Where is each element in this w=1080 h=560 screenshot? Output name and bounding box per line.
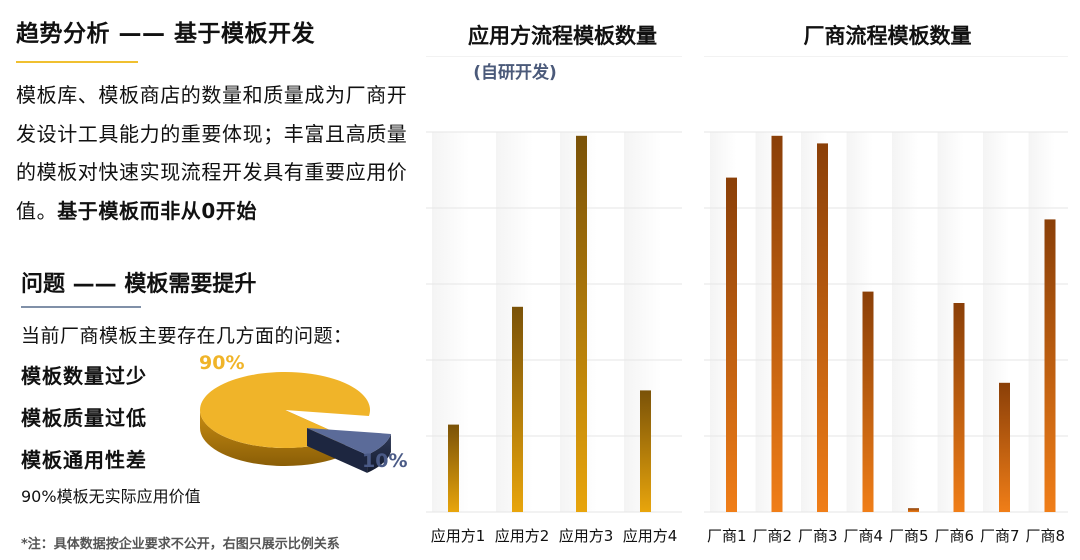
- section-heading-trend: 趋势分析 —— 基于模板开发: [16, 21, 316, 47]
- x-tick-label: 厂商3: [798, 527, 838, 545]
- bar: [771, 135, 783, 513]
- pie-slice-minor-wall: [307, 428, 368, 473]
- trend-paragraph: 模板库、模板商店的数量和质量成为厂商开发设计工具能力的重要体现；丰富且高质量的模…: [16, 76, 416, 230]
- chart-subtitle-app: (自研开发): [473, 63, 557, 83]
- pie-slice-minor: [307, 428, 391, 455]
- bar: [726, 177, 737, 512]
- bar-chart-vendor: 厂商1 厂商2 厂商3 厂商4 厂商5 厂商6 厂商7 厂商8: [704, 56, 1068, 545]
- note-text: 90%模板无实际应用价值: [21, 487, 201, 506]
- bar: [953, 303, 965, 512]
- bar: [908, 508, 919, 512]
- pie-label-major: 90%: [199, 352, 245, 374]
- x-tick-label: 应用方1: [431, 527, 486, 545]
- bar: [448, 424, 459, 512]
- x-tick-label: 应用方3: [559, 527, 614, 545]
- issue-item: 模板质量过低: [21, 406, 147, 430]
- bar: [999, 382, 1010, 512]
- bar-chart-app: 应用方1 应用方2 应用方3 应用方4: [426, 56, 682, 545]
- pie-slice-minor-side: [367, 433, 391, 473]
- trend-text: 模板库、模板商店的数量和质量成为厂商开发设计工具能力的重要体现；丰富且高质量的模…: [16, 83, 408, 223]
- heading-underline: [16, 61, 138, 63]
- section-heading-problem: 问题 —— 模板需要提升: [21, 272, 257, 297]
- pie-label-minor: 10%: [362, 450, 408, 472]
- bar-background: [892, 132, 919, 512]
- x-tick-label: 厂商5: [889, 527, 929, 545]
- bar: [862, 291, 874, 512]
- footnote: *注：具体数据按企业要求不公开，右图只展示比例关系: [21, 537, 340, 552]
- x-tick-label: 厂商2: [752, 527, 792, 545]
- pie-slice-major-side: [200, 410, 346, 466]
- pie-slice-major: [200, 372, 370, 448]
- x-tick-label: 应用方2: [495, 527, 550, 545]
- trend-emphasis: 基于模板而非从0开始: [57, 198, 258, 223]
- pie-chart: [200, 372, 391, 473]
- problem-intro: 当前厂商模板主要存在几方面的问题：: [21, 325, 353, 347]
- x-tick-label: 厂商8: [1025, 527, 1065, 545]
- x-tick-label: 厂商7: [980, 527, 1020, 545]
- chart-title-app: 应用方流程模板数量: [468, 24, 657, 48]
- bar: [640, 390, 651, 512]
- bar: [512, 306, 523, 512]
- left-panel: 趋势分析 —— 基于模板开发 模板库、模板商店的数量和质量成为厂商开发设计工具能…: [0, 0, 420, 560]
- issue-item: 模板数量过少: [21, 364, 147, 388]
- x-tick-label: 厂商4: [843, 527, 883, 545]
- x-tick-label: 厂商6: [934, 527, 974, 545]
- chart-title-vendor: 厂商流程模板数量: [803, 24, 972, 48]
- heading-underline: [21, 306, 141, 308]
- x-tick-label: 厂商1: [707, 527, 747, 545]
- issue-item: 模板通用性差: [21, 448, 147, 472]
- bar: [1044, 219, 1056, 512]
- bar: [817, 143, 828, 512]
- bar: [576, 135, 587, 513]
- x-tick-label: 应用方4: [623, 527, 678, 545]
